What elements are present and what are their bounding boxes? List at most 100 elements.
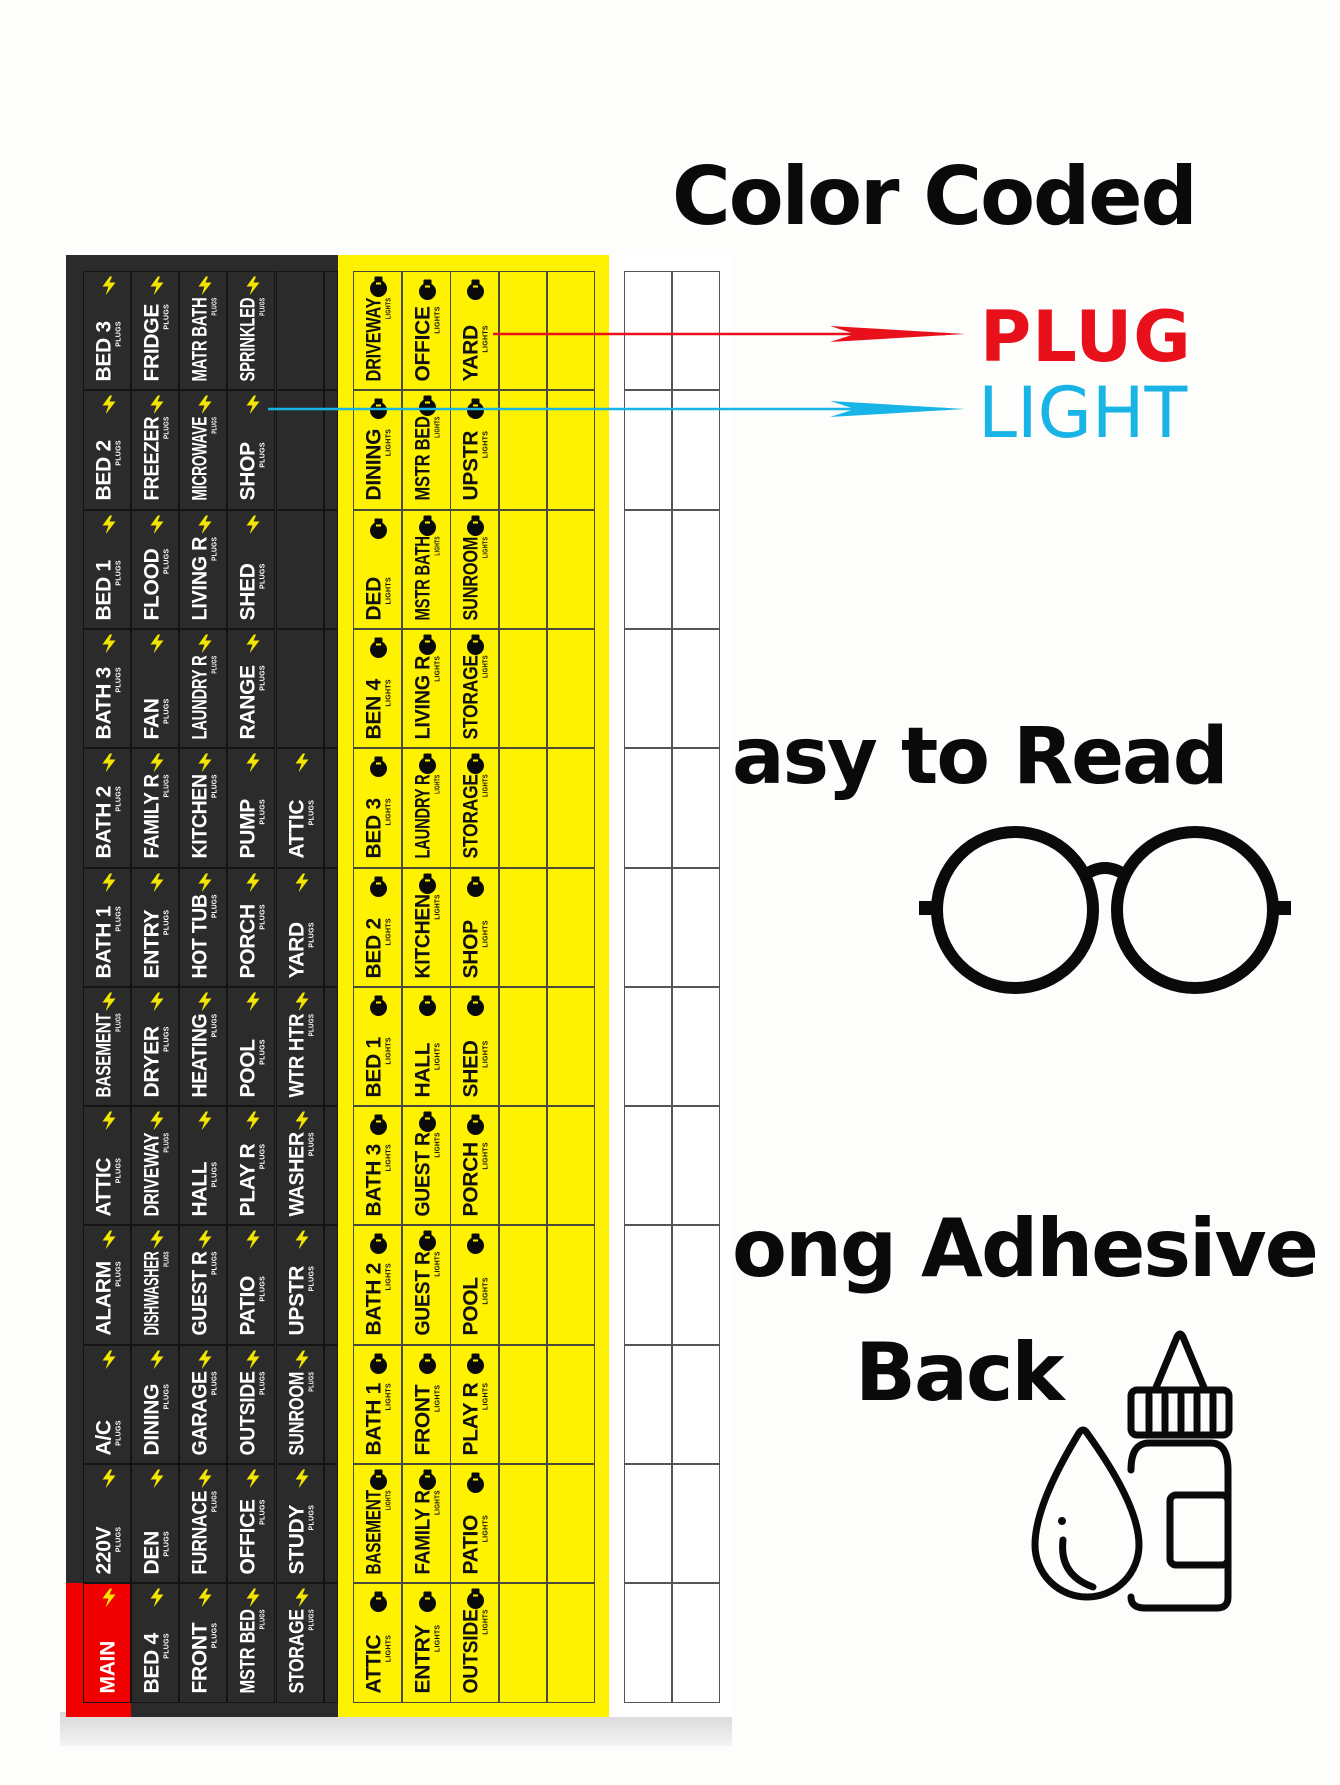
blank-light-label[interactable] <box>499 1583 547 1703</box>
blank-white-label[interactable] <box>624 1583 672 1703</box>
blank-light-label[interactable] <box>547 1345 595 1464</box>
blank-light-label[interactable] <box>547 748 595 868</box>
blank-light-label[interactable] <box>547 510 595 629</box>
blank-white-label[interactable] <box>672 271 720 390</box>
blank-white-label[interactable] <box>672 390 720 510</box>
blank-white-label[interactable] <box>624 868 672 987</box>
blank-light-label[interactable] <box>499 271 547 390</box>
blank-light-label[interactable] <box>499 987 547 1106</box>
blank-light-label[interactable] <box>499 1225 547 1345</box>
blank-white-label[interactable] <box>672 629 720 748</box>
blank-light-label[interactable] <box>499 1464 547 1583</box>
blank-light-label[interactable] <box>499 390 547 510</box>
blank-white-label[interactable] <box>624 748 672 868</box>
blank-light-label[interactable] <box>499 510 547 629</box>
blank-white-label[interactable] <box>624 1106 672 1225</box>
blank-white-label[interactable] <box>672 987 720 1106</box>
blank-white-label[interactable] <box>624 1225 672 1345</box>
blank-white-label[interactable] <box>624 1345 672 1464</box>
blank-white-label[interactable] <box>672 1464 720 1583</box>
blank-white-label[interactable] <box>672 868 720 987</box>
blank-light-label[interactable] <box>547 1464 595 1583</box>
blank-light-label[interactable] <box>547 1225 595 1345</box>
blank-white-label[interactable] <box>624 510 672 629</box>
plug-label[interactable] <box>276 271 324 390</box>
blank-light-label[interactable] <box>547 1583 595 1703</box>
plug-label[interactable] <box>276 629 324 748</box>
blank-light-label[interactable] <box>499 1106 547 1225</box>
blank-light-label[interactable] <box>547 987 595 1106</box>
blank-white-label[interactable] <box>624 271 672 390</box>
blank-white-label[interactable] <box>624 390 672 510</box>
blank-light-label[interactable] <box>499 629 547 748</box>
blank-white-label[interactable] <box>624 629 672 748</box>
blank-white-label[interactable] <box>624 1464 672 1583</box>
blank-white-label[interactable] <box>624 987 672 1106</box>
blank-white-label[interactable] <box>672 510 720 629</box>
blank-light-label[interactable] <box>547 390 595 510</box>
blank-white-label[interactable] <box>672 748 720 868</box>
blank-light-label[interactable] <box>547 868 595 987</box>
blank-light-label[interactable] <box>547 271 595 390</box>
